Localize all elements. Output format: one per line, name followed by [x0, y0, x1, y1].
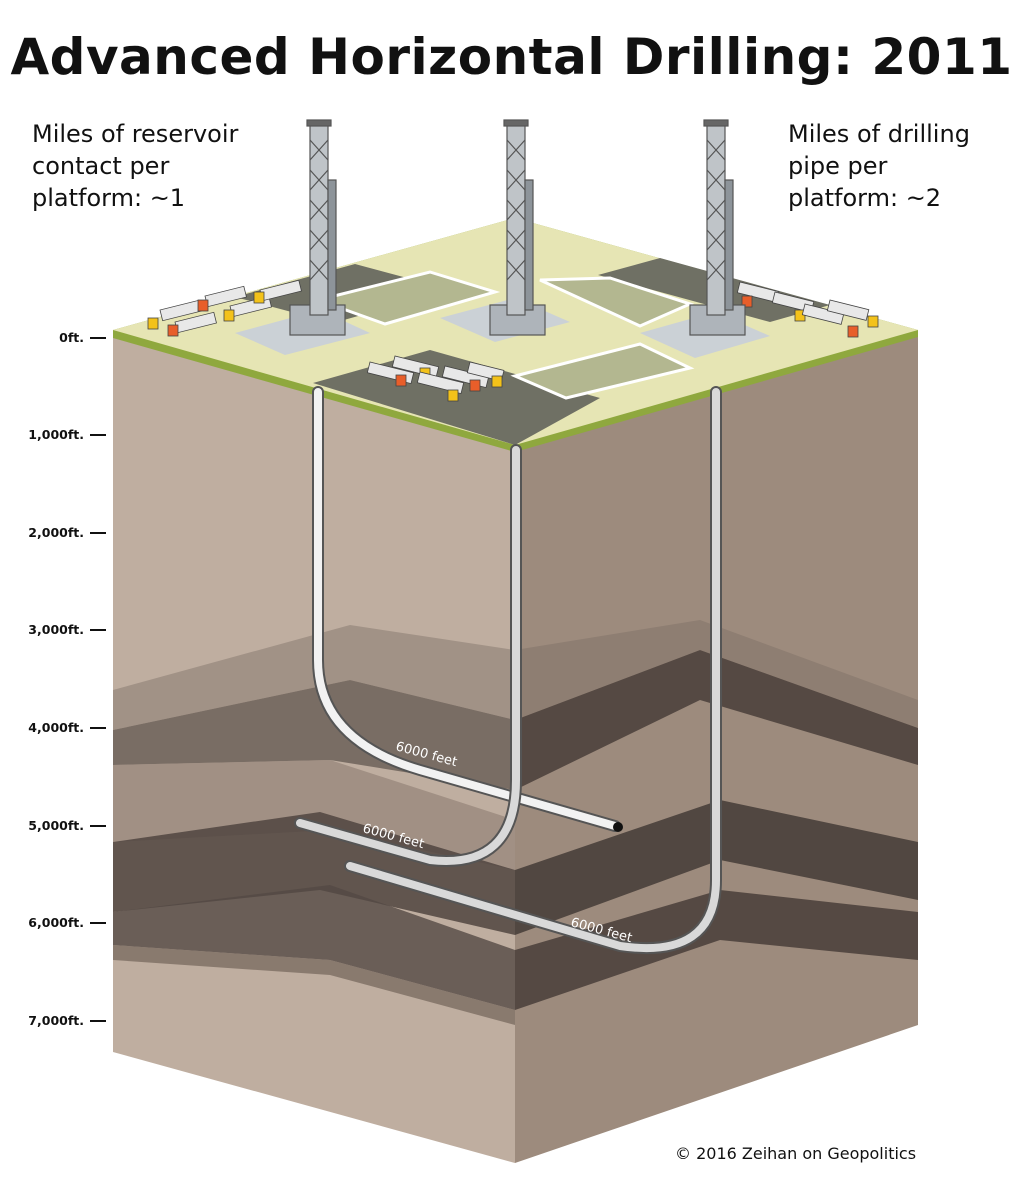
depth-tick-6000: 6,000ft.	[20, 915, 106, 930]
layer-upper-right	[515, 650, 918, 790]
layer-lower-right	[515, 890, 918, 1010]
depth-tick-7000: 7,000ft.	[20, 1013, 106, 1028]
drilling-pipe-note: Miles of drilling pipe per platform: ~2	[788, 120, 970, 212]
diagram-title: Advanced Horizontal Drilling: 2011	[10, 28, 1013, 86]
holding-pond-1	[312, 270, 501, 326]
holding-pond-3	[510, 342, 695, 400]
layer-middle-right	[515, 800, 918, 935]
drilling-rig-right	[689, 119, 746, 336]
truck-group-center	[366, 355, 505, 402]
depth-tick-2000: 2,000ft.	[20, 525, 106, 540]
depth-tick-0: 0ft.	[20, 330, 106, 345]
wellbore-right-inner	[346, 388, 720, 953]
drilling-rig-left	[289, 119, 346, 336]
depth-tick-4000: 4,000ft.	[20, 720, 106, 735]
depth-tick-1000: 1,000ft.	[20, 427, 106, 442]
tanker-trucks	[147, 279, 879, 402]
copyright-credit: © 2016 Zeihan on Geopolitics	[675, 1144, 917, 1163]
layer-lower-left	[113, 885, 515, 1010]
truck-group-left	[147, 279, 302, 337]
wellbore-center-inner	[296, 446, 520, 865]
reservoir-contact-note: Miles of reservoir contact per platform:…	[32, 120, 239, 212]
well-bores	[294, 386, 722, 955]
wellbore-left-tip	[613, 822, 623, 832]
wellbore-left-inner	[314, 388, 619, 830]
drilling-rig-center	[489, 119, 546, 336]
depth-tick-5000: 5,000ft.	[20, 818, 106, 833]
holding-pond-2	[539, 276, 695, 328]
depth-tick-3000: 3,000ft.	[20, 622, 106, 637]
layer-middle-left	[113, 812, 515, 935]
truck-group-right	[736, 281, 879, 338]
layer-deep-left	[113, 945, 515, 1025]
